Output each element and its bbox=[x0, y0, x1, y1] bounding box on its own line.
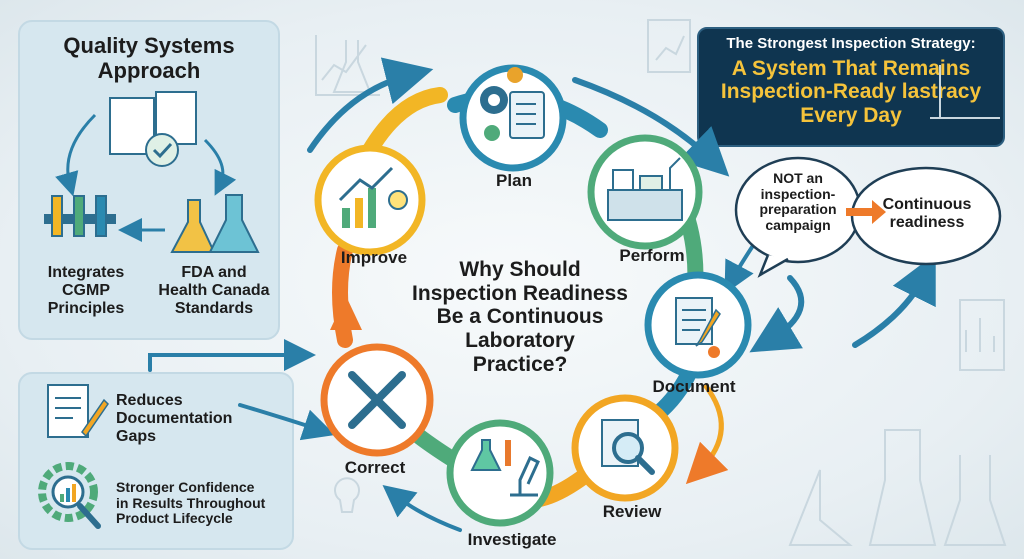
label-improve: Improve bbox=[341, 248, 407, 267]
question-line4: Laboratory bbox=[465, 329, 575, 353]
step-document bbox=[644, 271, 752, 379]
step-improve bbox=[314, 144, 426, 256]
cgmp-line3: Principles bbox=[47, 299, 125, 317]
correct-arrowhead bbox=[330, 296, 362, 330]
fda-label: FDA and Health Canada Standards bbox=[150, 264, 278, 318]
growth-chart-icon bbox=[338, 166, 408, 228]
banner-line2: A System That Remains bbox=[731, 56, 971, 80]
continuous-line1: Continuous bbox=[882, 196, 972, 213]
lab-bench-icon bbox=[607, 157, 683, 221]
not-campaign-text: NOT an inspection- preparation campaign bbox=[742, 170, 854, 234]
document-pen-icon bbox=[675, 297, 721, 358]
step-correct bbox=[320, 343, 434, 457]
quality-icons bbox=[44, 91, 260, 253]
reduces-gaps-label: Reduces Documentation Gaps bbox=[116, 392, 266, 446]
test-tubes-icon bbox=[44, 195, 116, 237]
banner-line3: Inspection-Ready lastracy bbox=[720, 80, 982, 104]
label-correct: Correct bbox=[345, 458, 406, 477]
not-campaign-line1: NOT an bbox=[773, 170, 823, 186]
fda-line1: FDA and bbox=[181, 264, 247, 281]
planning-gears-icon bbox=[480, 67, 545, 141]
not-campaign-line4: campaign bbox=[765, 217, 831, 234]
confidence-label: Stronger Confidence in Results Throughou… bbox=[116, 479, 291, 527]
orange-arrow-icon bbox=[846, 200, 886, 224]
continuous-line2: readiness bbox=[889, 213, 965, 231]
label-review: Review bbox=[603, 502, 662, 521]
fda-line2: Health Canada bbox=[158, 281, 270, 299]
not-campaign-line3: preparation bbox=[759, 201, 837, 218]
continuous-text: Continuous readiness bbox=[860, 196, 994, 232]
question-line2: Inspection Readiness bbox=[412, 281, 628, 305]
label-investigate: Investigate bbox=[468, 530, 557, 549]
banner-line1: The Strongest Inspection Strategy: bbox=[726, 35, 976, 52]
step-perform bbox=[587, 134, 703, 250]
outer-flow-arrows bbox=[148, 57, 936, 532]
reduces-line1: Reduces bbox=[116, 392, 183, 409]
cgmp-label: Integrates CGMP Principles bbox=[26, 264, 146, 318]
confidence-line3: Product Lifecycle bbox=[116, 510, 233, 527]
label-perform: Perform bbox=[619, 246, 684, 265]
banner-text: The Strongest Inspection Strategy: A Sys… bbox=[697, 35, 1005, 127]
question-line1: Why Should bbox=[459, 258, 581, 281]
question-line3: Be a Continuous bbox=[436, 305, 604, 329]
flasks-icon bbox=[170, 194, 260, 253]
question-line5: Practice? bbox=[472, 352, 568, 376]
documents-check-icon bbox=[109, 91, 197, 167]
bubble-tail bbox=[757, 254, 789, 278]
quality-title-line2: Approach bbox=[97, 57, 201, 83]
label-plan: Plan bbox=[496, 171, 532, 190]
step-review bbox=[571, 394, 679, 502]
microscope-icon bbox=[470, 439, 540, 497]
cgmp-line2: CGMP bbox=[62, 281, 110, 299]
review-flow-arrow bbox=[685, 383, 729, 485]
label-document: Document bbox=[652, 377, 735, 396]
magnifier-document-icon bbox=[601, 419, 655, 475]
reduces-line3: Gaps bbox=[116, 427, 157, 445]
step-plan bbox=[459, 64, 567, 172]
cgmp-line1: Integrates bbox=[47, 264, 125, 281]
gear-magnifier-icon bbox=[38, 462, 101, 529]
confidence-line1: Stronger Confidence bbox=[116, 479, 255, 495]
reduces-line2: Documentation bbox=[116, 409, 233, 427]
step-investigate bbox=[446, 419, 554, 527]
document-pencil-icon bbox=[47, 384, 109, 438]
banner-line4: Every Day bbox=[800, 103, 902, 127]
center-question: Why Should Inspection Readiness Be a Con… bbox=[395, 258, 645, 377]
wrench-icon bbox=[348, 371, 406, 429]
strategy-banner bbox=[697, 27, 1005, 147]
fda-line3: Standards bbox=[174, 299, 254, 317]
quality-title: Quality Systems Approach bbox=[18, 33, 280, 83]
not-campaign-line2: inspection- bbox=[760, 185, 836, 202]
confidence-line2: in Results Throughout bbox=[116, 494, 266, 511]
quality-title-line1: Quality Systems bbox=[63, 33, 235, 58]
